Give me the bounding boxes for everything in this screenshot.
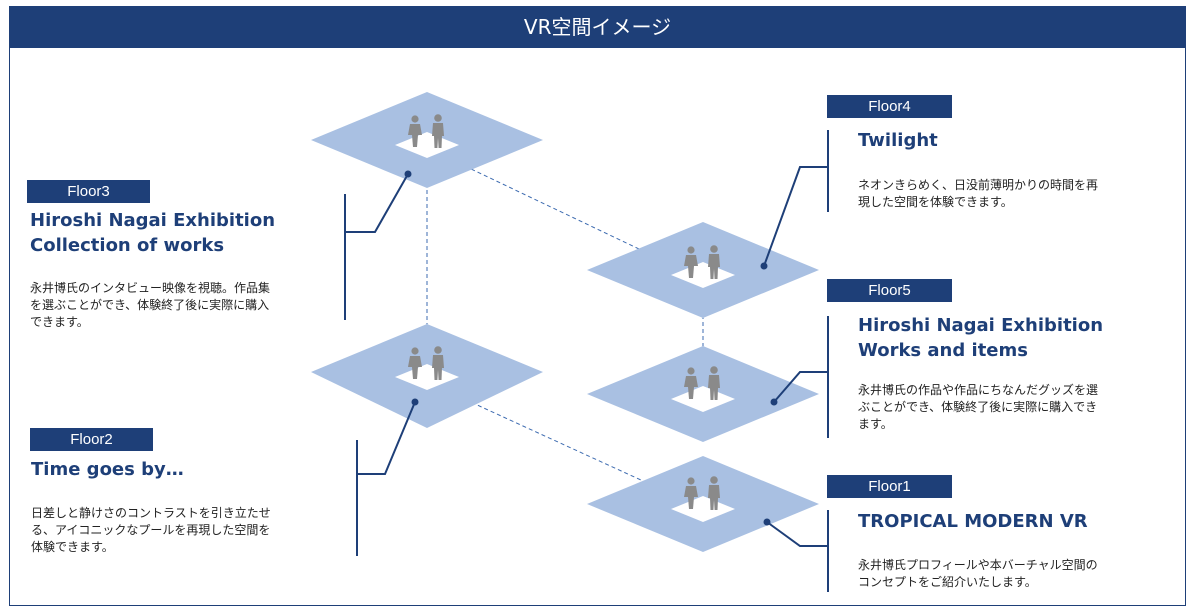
floor3-leader-line — [345, 173, 409, 233]
floor1-description: 永井博氏プロフィールや本バーチャル空間の コンセプトをご紹介いたします。 — [858, 557, 1178, 591]
floor2-tag: Floor2 — [30, 428, 153, 451]
floor2-title: Time goes by… — [31, 457, 184, 482]
floor2-desc-line3: 体験できます。 — [31, 540, 114, 554]
floor-connectors — [426, 147, 704, 509]
page-title: VR空間イメージ — [9, 6, 1186, 48]
floor1-leader-line — [766, 521, 828, 547]
floor5-leader-line — [773, 371, 828, 403]
floor1-desc-line1: 永井博氏プロフィールや本バーチャル空間の — [858, 558, 1098, 572]
floor3-desc-line3: できます。 — [30, 315, 89, 329]
floor4-title-line1: Twilight — [858, 130, 938, 151]
floor4-desc-line2: 現した空間を体験できます。 — [858, 195, 1013, 209]
floor4-leader-line — [763, 166, 828, 267]
floor3-description: 永井博氏のインタビュー映像を視聴。作品集 を選ぶことができ、体験終了後に実際に購… — [30, 280, 340, 331]
floor2-desc-line2: る、アイコニックなプールを再現した空間を — [31, 523, 271, 537]
floor2-title-line1: Time goes by… — [31, 459, 184, 480]
floor5-desc-line2: ぶことができ、体験終了後に実際に購入でき — [858, 400, 1098, 414]
floor5-plate — [587, 346, 819, 442]
floor4-title: Twilight — [858, 128, 938, 153]
floor4-description: ネオンきらめく、日没前薄明かりの時間を再 現した空間を体験できます。 — [858, 177, 1178, 211]
floor5-title-line2: Works and items — [858, 340, 1028, 361]
floor5-description: 永井博氏の作品や作品にちなんだグッズを選 ぶことができ、体験終了後に実際に購入で… — [858, 382, 1178, 433]
floor3-desc-line1: 永井博氏のインタビュー映像を視聴。作品集 — [30, 281, 271, 295]
floor1-tag: Floor1 — [827, 475, 952, 498]
floor5-desc-line3: ます。 — [858, 417, 893, 431]
floor4-plate — [587, 222, 819, 318]
floor2-leader-line — [357, 401, 416, 475]
floor1-title: TROPICAL MODERN VR — [858, 509, 1088, 534]
floor1-title-line1: TROPICAL MODERN VR — [858, 511, 1088, 532]
floor2-desc-line1: 日差しと静けさのコントラストを引き立たせ — [31, 506, 271, 520]
floor3-tag: Floor3 — [27, 180, 150, 203]
floor3-title: Hiroshi Nagai Exhibition Collection of w… — [30, 208, 275, 258]
floor4-desc-line1: ネオンきらめく、日没前薄明かりの時間を再 — [858, 178, 1099, 192]
floor3-title-line2: Collection of works — [30, 235, 225, 256]
floor2-description: 日差しと静けさのコントラストを引き立たせ る、アイコニックなプールを再現した空間… — [31, 505, 346, 556]
floor1-plate — [587, 456, 819, 552]
floor3-title-line1: Hiroshi Nagai Exhibition — [30, 210, 276, 231]
floor3-plate — [311, 92, 543, 188]
floor4-tag: Floor4 — [827, 95, 952, 118]
floor5-desc-line1: 永井博氏の作品や作品にちなんだグッズを選 — [858, 383, 1099, 397]
floor1-desc-line2: コンセプトをご紹介いたします。 — [858, 575, 1037, 589]
floor5-title-line1: Hiroshi Nagai Exhibition — [858, 315, 1104, 336]
floor5-title: Hiroshi Nagai Exhibition Works and items — [858, 313, 1103, 363]
floor2-plate — [311, 324, 543, 428]
floor5-tag: Floor5 — [827, 279, 952, 302]
floor3-desc-line2: を選ぶことができ、体験終了後に実際に購入 — [30, 298, 270, 312]
